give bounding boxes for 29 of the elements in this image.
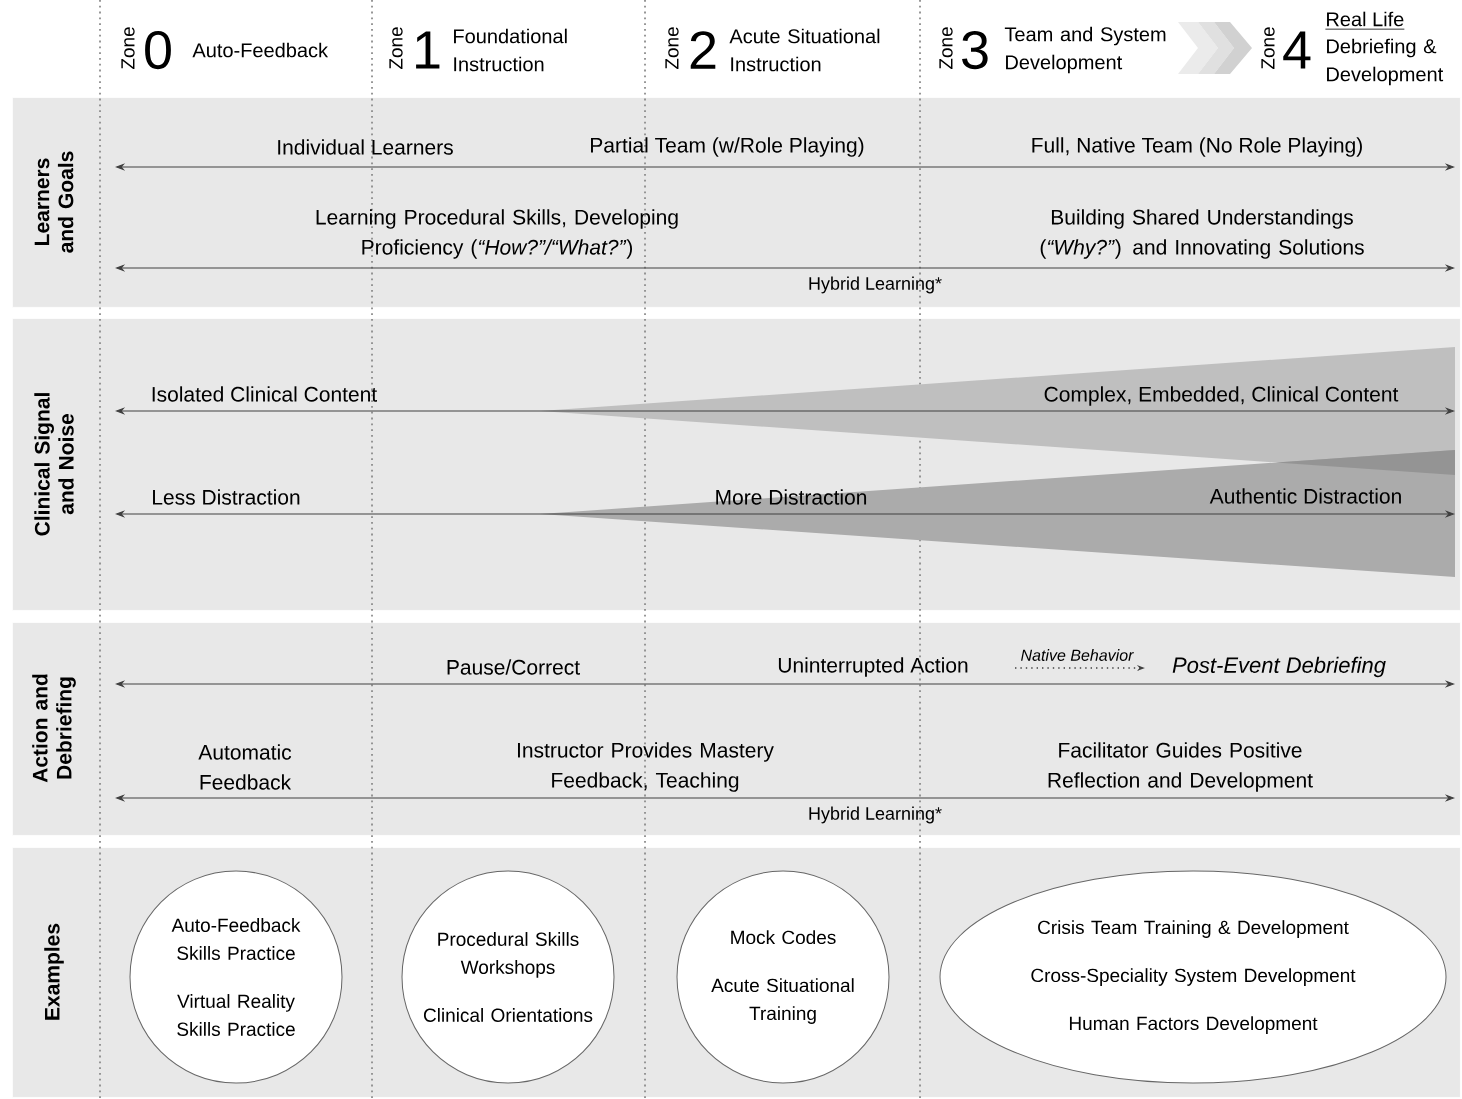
zone-word: Zone: [1261, 27, 1275, 70]
zone-word: Zone: [939, 27, 953, 70]
range-label: Post-Event Debriefing: [1172, 656, 1386, 678]
range-label: Complex, Embedded, Clinical Content: [1044, 386, 1399, 406]
note-text: Hybrid Learning*: [809, 806, 942, 824]
range-label: Pause/Correct: [447, 659, 580, 675]
range-label: Learning Procedural Skills, Developing Proficiency (“How?”/“What?”): [316, 209, 678, 259]
range-label: Uninterrupted Action: [778, 657, 968, 677]
range-label: Individual Learners: [278, 139, 453, 155]
range-label: More Distraction: [716, 489, 867, 505]
zone-title: Foundational Instruction: [454, 28, 567, 72]
range-label: Instructor Provides Mastery Feedback, Teaching: [518, 742, 774, 792]
range-label: Facilitator Guides Positive Reflection and Development: [1048, 742, 1313, 792]
zone-word: Zone: [121, 27, 135, 70]
zone-title: Auto-Feedback: [192, 42, 329, 58]
zone-title: Team and System Development: [1004, 26, 1166, 74]
range-label: Partial Team (w/Role Playing): [591, 137, 864, 157]
arrow-label: Native Behavior: [1021, 649, 1134, 661]
zone-word: Zone: [665, 27, 679, 70]
range-label: Isolated Clinical Content: [152, 386, 377, 402]
zone-title: Acute Situational Instruction: [729, 28, 880, 72]
note-text: Hybrid Learning*: [809, 276, 942, 294]
range-label: Automatic Feedback: [198, 744, 292, 790]
range-label: Less Distraction: [153, 489, 300, 505]
range-label: Building Shared Understandings (“Why?”) and Innovating Solutions: [1040, 209, 1364, 259]
range-label: Full, Native Team (No Role Playing): [1032, 137, 1362, 157]
range-label: Authentic Distraction: [1209, 488, 1401, 504]
zone-title: Real Life: [1325, 11, 1405, 30]
zone-word: Zone: [389, 27, 403, 70]
